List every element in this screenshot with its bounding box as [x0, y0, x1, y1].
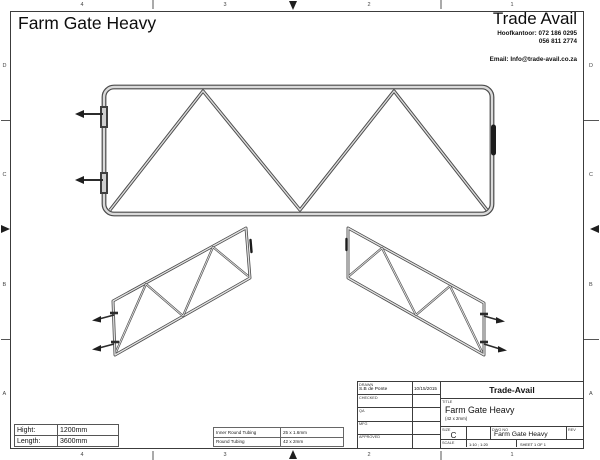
tubing-value: 42 x 2mm [280, 436, 344, 447]
phone-line-1: Hoofkantoor: 072 186 0295 [497, 29, 577, 37]
zone-number-bottom: 4 [80, 451, 84, 458]
approval-label: APPROVED [359, 435, 381, 440]
approvals-section: DRAWN S.B de Ponte 10/15/2015 CHECKED QA [358, 382, 441, 448]
zone-letter-right: B [589, 282, 593, 288]
zone-letter-left: B [2, 282, 7, 288]
dwg-no-label: DWG NO [492, 427, 509, 432]
tubing-label: Round Tubing [213, 436, 281, 447]
approval-date-cell [413, 395, 440, 407]
sheet-title: Farm Gate Heavy [18, 13, 157, 33]
zone-letter-right: C [589, 172, 593, 178]
approval-name-cell: APPROVED [358, 434, 413, 448]
table-row: Hight: 1200mm [14, 424, 119, 436]
scale-value: 1:10 ; 1:20 [469, 441, 488, 447]
tubing-label: Inner Round Tubing [213, 427, 281, 438]
size-dwg-row: SIZE C DWG NO Farm Gate Heavy REV [441, 427, 583, 440]
blank-cell [467, 427, 491, 439]
zone-letter-left: D [2, 63, 7, 69]
approval-row: APPROVED [358, 434, 440, 448]
zone-number-bottom: 3 [223, 451, 227, 458]
zone-number-top: 1 [510, 1, 514, 8]
approval-row: QA [358, 408, 440, 422]
drawing-frame [10, 11, 584, 449]
dimension-label: Length: [14, 435, 58, 447]
approval-row: MFG [358, 421, 440, 435]
table-row: Round Tubing 42 x 2mm [213, 436, 344, 447]
title-block-company: Trade-Avail [441, 382, 583, 399]
title-label: TITLE [442, 399, 453, 404]
drawing-subtitle: (42 x 2mm) [445, 416, 468, 421]
scale-sheet-row: SCALE 1:10 ; 1:20 SHEET 1 OF 1 [441, 440, 583, 447]
approval-name-cell: QA [358, 408, 413, 421]
approval-date-cell [413, 408, 440, 420]
dwg-no-value: Farm Gate Heavy [494, 430, 548, 438]
approval-row: CHECKED [358, 395, 440, 409]
approval-date-cell [413, 435, 440, 448]
approval-label: QA [359, 408, 365, 413]
approval-name-cell: DRAWN S.B de Ponte [358, 382, 413, 395]
sheet-label: SHEET 1 OF 1 [520, 442, 546, 447]
rev-label: REV [568, 427, 576, 432]
zone-letter-right: A [589, 391, 593, 397]
scale-label-cell: SCALE [441, 440, 467, 447]
title-cell: TITLE Farm Gate Heavy (42 x 2mm) [441, 399, 583, 427]
zone-letter-left: C [2, 172, 7, 178]
drawing-title: Farm Gate Heavy [445, 404, 515, 415]
zone-letter-right: D [589, 63, 593, 69]
approval-row: DRAWN S.B de Ponte 10/15/2015 [358, 382, 440, 396]
dimension-label: Hight: [14, 424, 58, 436]
approval-name: S.B de Ponte [359, 386, 388, 392]
tubing-value: 25 x 1.6mm [280, 427, 344, 438]
rev-cell: REV [567, 427, 583, 439]
sheet-cell: SHEET 1 OF 1 [517, 440, 583, 447]
dwg-no-cell: DWG NO Farm Gate Heavy [491, 427, 567, 439]
dimension-value: 3600mm [57, 435, 119, 447]
approval-label: CHECKED [359, 395, 378, 400]
company-block: Trade Avail Hoofkantoor: 072 186 0295 05… [490, 10, 577, 63]
size-cell: SIZE C [441, 427, 467, 440]
zone-number-top: 4 [80, 1, 84, 8]
approval-name-cell: MFG [358, 421, 413, 434]
scale-label: SCALE [442, 440, 455, 445]
approval-date: 10/15/2015 [414, 386, 437, 391]
zone-number-top: 2 [367, 1, 371, 8]
size-label: SIZE [442, 427, 451, 432]
zone-number-bottom: 2 [367, 451, 371, 458]
company-phone: Hoofkantoor: 072 186 0295 056 811 2774 [490, 30, 577, 47]
table-row: Length: 3600mm [14, 435, 119, 447]
approval-date-cell: 10/15/2015 [413, 382, 440, 394]
zone-letter-left: A [2, 391, 7, 397]
zone-number-top: 3 [223, 1, 227, 8]
title-block-right: Trade-Avail TITLE Farm Gate Heavy (42 x … [441, 382, 583, 448]
approval-label: MFG [359, 422, 368, 427]
tubing-table: Inner Round Tubing 25 x 1.6mm Round Tubi… [213, 427, 344, 447]
approval-date-cell [413, 422, 440, 434]
company-name: Trade Avail [492, 9, 577, 28]
dimension-value: 1200mm [57, 424, 119, 436]
title-block: DRAWN S.B de Ponte 10/15/2015 CHECKED QA [357, 381, 584, 449]
zone-number-bottom: 1 [510, 451, 514, 458]
scale-value-cell: 1:10 ; 1:20 [467, 440, 517, 447]
size-value: C [450, 430, 457, 440]
table-row: Inner Round Tubing 25 x 1.6mm [213, 427, 344, 438]
approval-name-cell: CHECKED [358, 395, 413, 408]
approval-label: DRAWN [359, 382, 374, 387]
dimensions-table: Hight: 1200mm Length: 3600mm [14, 424, 119, 447]
company-email: Email: Info@trade-avail.co.za [489, 55, 577, 63]
phone-line-2: 056 811 2774 [538, 38, 577, 46]
